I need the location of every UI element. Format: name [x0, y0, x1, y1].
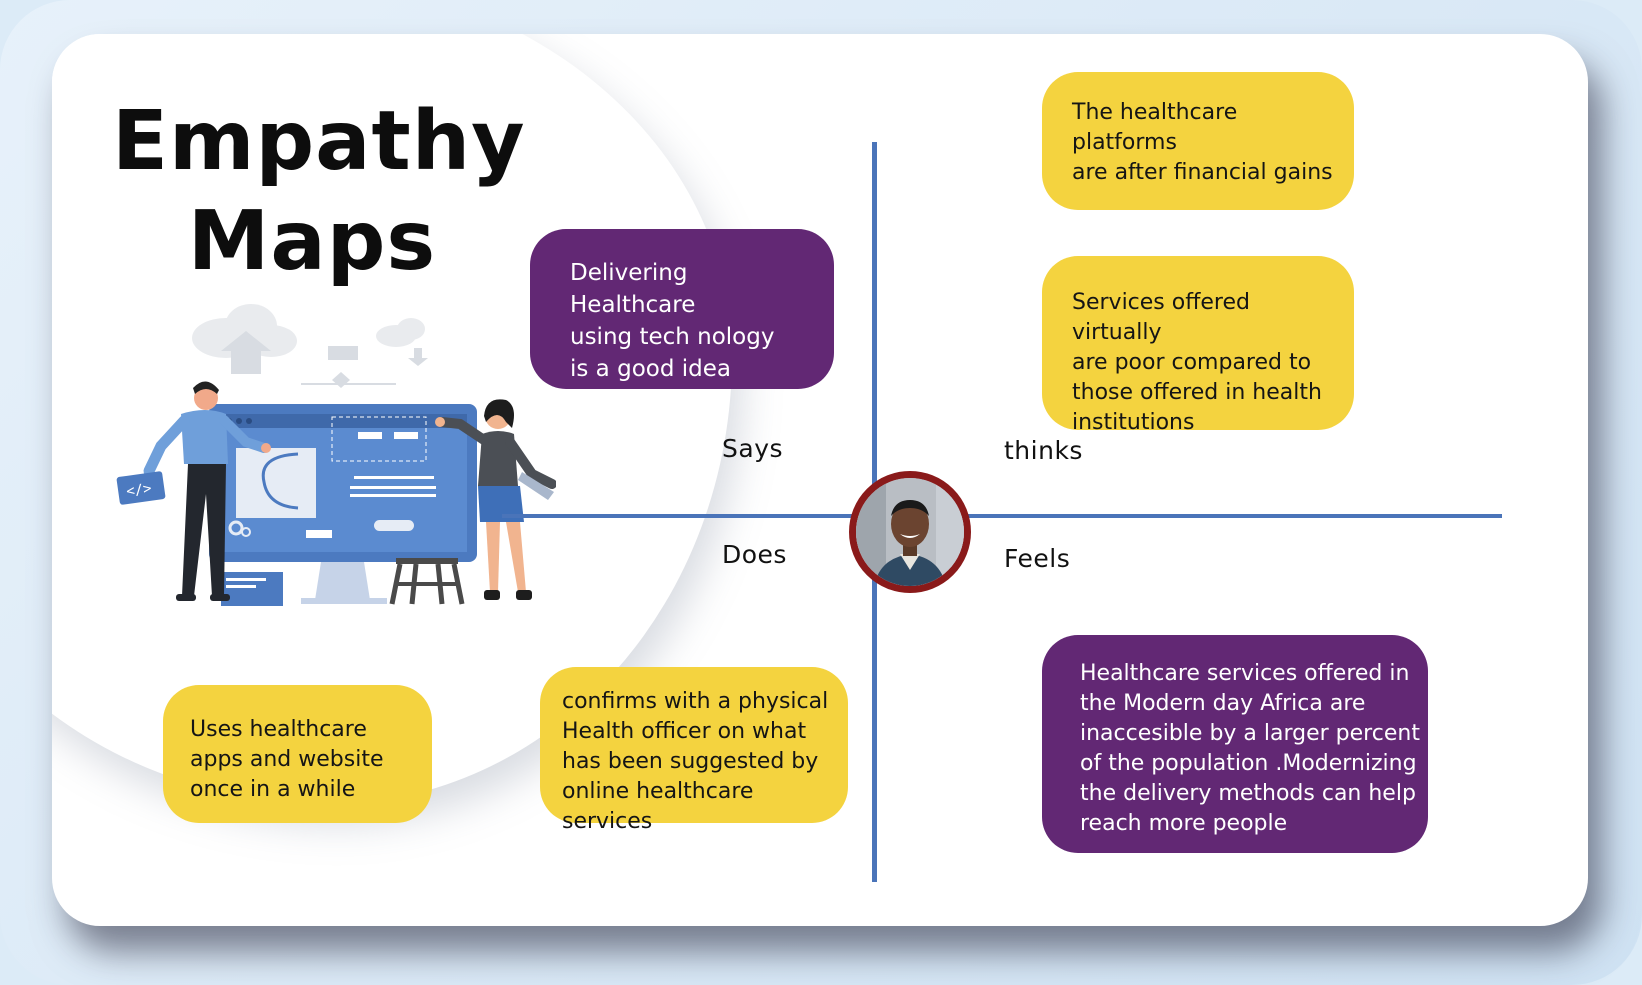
quadrant-label-feels: Feels [1004, 544, 1071, 573]
does-note-1: Uses healthcare apps and website once in… [163, 685, 432, 823]
title-line-1: Empathy [112, 94, 526, 189]
title-line-2: Maps [187, 194, 437, 289]
does-note-2: confirms with a physical Health officer … [540, 667, 848, 834]
team-illustration-icon: </> [116, 304, 556, 606]
feels-note-1: Healthcare services offered in the Moder… [1042, 635, 1428, 853]
thinks-note-1: The healthcare platforms are after finan… [1042, 72, 1354, 210]
thinks-note-2: Services offered virtually are poor comp… [1042, 256, 1354, 435]
empathy-map-card: Empathy Maps [52, 34, 1588, 926]
code-icon: </> [116, 471, 166, 505]
quadrant-label-thinks: thinks [1004, 436, 1083, 465]
horizontal-axis [502, 514, 1502, 518]
svg-text:</>: </> [125, 481, 152, 500]
quadrant-label-says: Says [722, 434, 784, 463]
user-avatar [849, 471, 971, 593]
says-note-1: Delivering Healthcare using tech nology … [530, 229, 834, 389]
page-title: Empathy Maps [112, 92, 526, 292]
quadrant-label-does: Does [722, 540, 787, 569]
person-avatar-icon [856, 478, 964, 586]
